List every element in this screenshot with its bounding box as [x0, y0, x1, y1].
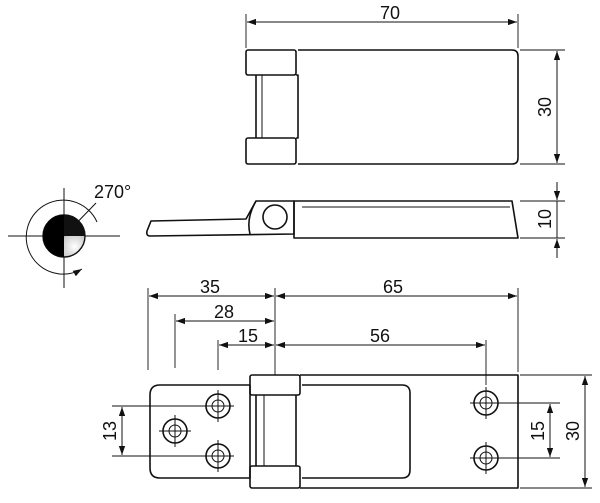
top-view: 70 30 — [245, 3, 565, 165]
top-pin-line — [296, 74, 299, 139]
side-left-leaf — [146, 200, 295, 237]
dim-label-56: 56 — [370, 326, 390, 346]
top-knuckle-lower — [245, 137, 297, 165]
bottom-knuckle-lower — [249, 465, 301, 489]
rotation-symbol: 270° — [8, 182, 131, 288]
hole — [202, 390, 234, 422]
rotation-disc-quadrant-2 — [43, 236, 64, 257]
bottom-right-leaf — [300, 374, 519, 489]
rotation-disc-quadrant-1 — [43, 215, 64, 236]
bottom-recess-plate — [302, 384, 411, 479]
dim-label-15: 15 — [238, 326, 258, 346]
side-knuckle-hole — [262, 204, 288, 230]
bottom-left-leaf — [149, 384, 251, 479]
rotation-arc-arrow — [25, 199, 98, 277]
side-knuckle-curve — [248, 200, 257, 235]
dim-label-13: 13 — [100, 421, 120, 441]
side-view: 10 — [146, 182, 565, 258]
dim-label-30-top: 30 — [535, 97, 555, 117]
dim-label-28: 28 — [214, 302, 234, 322]
hole — [202, 440, 234, 472]
hole — [470, 442, 502, 474]
dim-label-35: 35 — [200, 277, 220, 297]
side-right-leaf — [293, 200, 519, 239]
dim-label-70: 70 — [380, 3, 400, 23]
hole — [159, 415, 191, 447]
top-knuckle-upper — [245, 49, 297, 76]
rotation-label: 270° — [94, 182, 131, 202]
dim-label-15-right: 15 — [528, 421, 548, 441]
hole — [470, 387, 502, 419]
rotation-leader — [63, 202, 97, 237]
dim-label-10: 10 — [535, 209, 555, 229]
top-leaf-outline — [298, 49, 519, 165]
dim-label-30-bottom: 30 — [563, 421, 583, 441]
bottom-knuckle-upper — [249, 374, 301, 396]
dim-label-65: 65 — [383, 277, 403, 297]
bottom-view: 35 65 28 15 56 13 15 30 — [100, 277, 592, 489]
